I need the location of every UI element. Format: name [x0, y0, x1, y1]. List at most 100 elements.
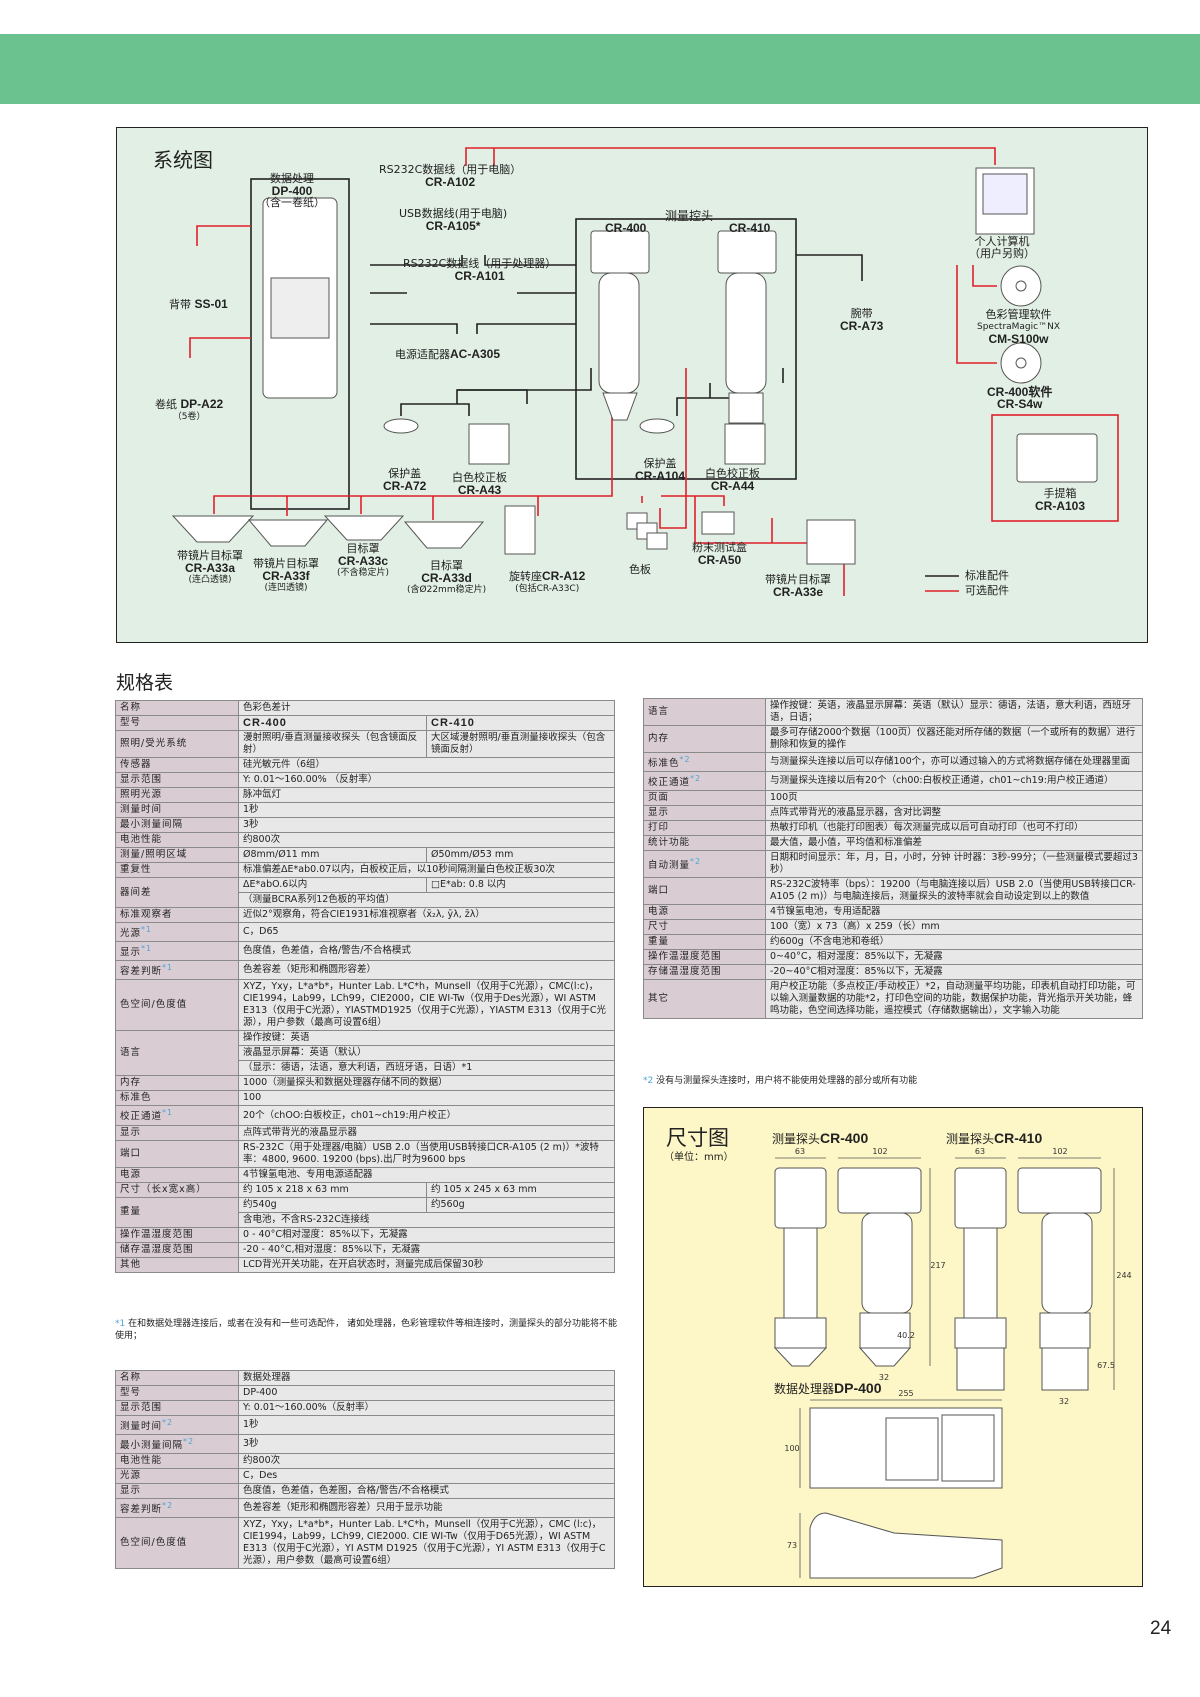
spec-key-label: 标准色: [120, 1092, 152, 1104]
spec-key: 容差判断*1: [115, 960, 239, 981]
cable-usb-label: USB数据线(用于电脑)CR-A105*: [399, 207, 508, 233]
footnote-marker: *1: [162, 1108, 174, 1118]
spec-key: 操作温湿度范围: [115, 1226, 239, 1243]
spec-row: 名称色彩色差计: [115, 700, 615, 716]
spec-value: LCD背光开关功能，在开启状态时，测量完成后保留30秒: [238, 1256, 615, 1273]
accessory-label: 旋转座CR-A12(包括CR-A33C): [509, 569, 586, 594]
spec-key: 语言: [643, 698, 766, 726]
spec-key-label: 储存温湿度范围: [120, 1243, 194, 1255]
spec-key-label: 标准观察者: [120, 909, 173, 920]
spec-key: 电池性能: [115, 832, 239, 848]
paper-label: 卷纸 DP-A22（5卷）: [155, 397, 224, 422]
spec-row: 电池性能约800次: [115, 832, 615, 848]
spec-row: 重复性标准偏差ΔE*ab0.07以内，白板校正后，以10秒间隔测量白色校正板30…: [115, 862, 615, 878]
cr400-head-icon: [590, 230, 650, 274]
dp-footnote: *2 没有与测量探头连接时，用户将不能使用处理器的部分或所有功能: [643, 1076, 918, 1086]
dimensions-title: 尺寸图: [666, 1126, 729, 1150]
spec-key: 显示: [115, 1124, 239, 1141]
spec-key-label: 打印: [648, 822, 670, 834]
spec-value: Y: 0.01～160.00%（反射率）: [238, 1400, 615, 1416]
spec-value: 最多可存储2000个数据（100页）仪器还能对所存储的数据（一个或所有的数据）进…: [765, 725, 1143, 753]
cr410-side-drawing: [1017, 1167, 1102, 1214]
spec-key: 统计功能: [643, 835, 766, 852]
spec-row: 重量约600g（不含电池和卷纸）: [643, 934, 1143, 951]
spec-key-label: 内存: [648, 733, 670, 744]
spec-value: 热敏打印机（也能打印图表）每次测量完成以后可自动打印（也可不打印）: [765, 820, 1143, 837]
spec-key-label: 显示: [648, 807, 670, 819]
spec-row: 存储温湿度范围-20~40°C相对湿度：85%以下，无凝露: [643, 964, 1143, 981]
dimensions-unit: （单位：mm）: [664, 1152, 734, 1163]
footnote-marker: *2: [690, 774, 702, 784]
spec-key-label: 显示范围: [120, 1402, 163, 1413]
spec-value-cr410: CR-410: [426, 715, 615, 731]
spec-key: 标准色: [115, 1090, 239, 1107]
model-cr400-label: CR-400: [605, 221, 647, 235]
target-mask-icon: [171, 515, 255, 543]
spec-key-label: 操作温湿度范围: [648, 951, 722, 963]
spec-row: 照明光源脉冲氙灯: [115, 787, 615, 803]
dp400-width-dim: 100: [784, 1444, 799, 1453]
footnote-marker: *1: [162, 963, 174, 973]
cr400-width-dim: 63: [795, 1147, 805, 1156]
spec-key-label: 电池性能: [120, 1455, 163, 1467]
spec-key-label: 操作温湿度范围: [120, 1228, 194, 1240]
optional-line: [196, 225, 251, 246]
spec-row: 电池性能约800次: [115, 1453, 615, 1470]
target-mask-icon: [403, 521, 485, 549]
spec-key: 光源*1: [115, 921, 239, 943]
cr400-tipw-dim: 32: [879, 1373, 889, 1382]
spec-key: 测量时间: [115, 802, 239, 818]
spec-key: 操作温湿度范围: [643, 949, 766, 966]
cable-rs232c-proc-label: RS232C数据线（用于处理器）CR-A101: [403, 257, 557, 283]
spec-value: 3秒: [238, 817, 615, 833]
spec-value: 100: [238, 1090, 615, 1107]
spec-value-cr410: □E*ab: 0.8 以内: [426, 877, 615, 893]
spec-value: 色度值，色差值，合格/警告/不合格模式: [238, 941, 615, 962]
spec-key: 其它: [643, 979, 766, 1020]
spec-key-label: 端口: [120, 1147, 142, 1159]
spec-key-label: 名称: [120, 1372, 142, 1383]
spec-row: 打印 热敏打印机（也能打印图表）每次测量完成以后可自动打印（也可不打印）: [643, 820, 1143, 837]
dimensions-panel: 尺寸图 （单位：mm） 测量探头CR-400 测量探头CR-410 数据处理器D…: [643, 1107, 1143, 1587]
cr400-dim-title: 测量探头CR-400: [772, 1130, 869, 1146]
spec-row: 其它用户校正功能（多点校正/手动校正）*2，自动测量平均功能，印表机自动打印功能…: [643, 979, 1143, 1020]
spec-key: 显示: [115, 1483, 239, 1500]
spec-key-label: 照明/受光系统: [120, 738, 188, 749]
spec-value: 操作按键：英语: [238, 1030, 615, 1047]
spec-value-cr410: Ø50mm/Ø53 mm: [426, 847, 615, 863]
spec-key: 名称: [115, 1370, 239, 1386]
footnote-marker: *2: [183, 1437, 195, 1447]
spec-key: 标准观察者: [115, 907, 239, 923]
spec-key-label: 测量/照明区域: [120, 849, 188, 860]
model-cr410-label: CR-410: [729, 221, 771, 235]
cap-icon: [639, 418, 675, 434]
standard-line: [400, 403, 470, 416]
spec-key-label: 尺寸（长x宽x高）: [120, 1183, 207, 1195]
processor-frame: [250, 178, 350, 510]
spec-key-label: 端口: [648, 885, 670, 897]
spec-value: XYZ，Yxy，L*a*b*，Hunter Lab. L*C*h，Munsell…: [238, 1517, 615, 1570]
spec-key: 显示范围: [115, 1400, 239, 1416]
spec-value: C，Des: [238, 1468, 615, 1485]
dp400-dim-title: 数据处理器DP-400: [774, 1380, 882, 1396]
optional-line: [465, 147, 996, 166]
spec-value: 色差容差（矩形和椭圆形容差）: [238, 960, 615, 981]
spec-key: 测量时间*2: [115, 1414, 239, 1436]
spec-value-cr400: 约 105 x 218 x 63 mm: [238, 1181, 427, 1198]
spec-value: -20~40°C相对湿度：85%以下，无凝露: [765, 964, 1143, 981]
spec-key: 页面: [643, 790, 766, 807]
header-band: [0, 34, 1200, 104]
spec-value: 脉冲氙灯: [238, 787, 615, 803]
cr400-front-drawing: [774, 1167, 827, 1229]
legend-optional-label: 可选配件: [965, 584, 1009, 597]
cr410-height-dim: 244: [1116, 1271, 1131, 1280]
